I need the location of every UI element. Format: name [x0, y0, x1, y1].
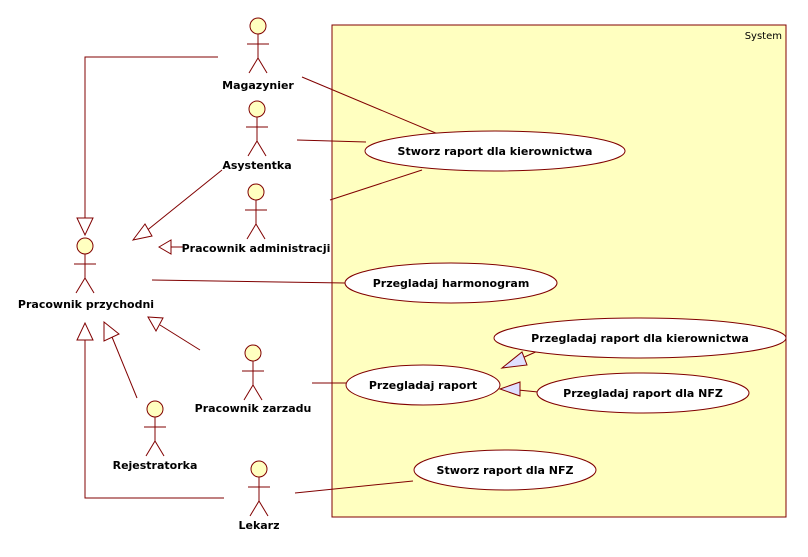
arrowhead-asystentka: [131, 223, 153, 241]
administracja-assoc: [329, 169, 423, 201]
usecase-stworz-raport-kierownictwa[interactable]: [364, 130, 626, 172]
actor-label-asystentka: Asystentka: [222, 159, 291, 172]
lekarz-assoc: [294, 480, 414, 494]
arrowhead-raport-kierownictwa: [500, 351, 528, 369]
asystentka-assoc: [296, 139, 367, 143]
raport-nfz-generalization: [517, 389, 539, 393]
arrowhead-magazynier: [76, 217, 94, 237]
rejestratorka-generalization: [111, 336, 138, 399]
actor-label-pracownik-administracji: Pracownik administracji: [182, 242, 331, 255]
actor-label-magazynier: Magazynier: [222, 79, 294, 92]
arrowhead-lekarz: [76, 321, 94, 341]
actor-rejestratorka[interactable]: [144, 400, 166, 457]
usecase-przegladaj-harmonogram[interactable]: [344, 262, 558, 304]
actor-label-pracownik-przychodni: Pracownik przychodni: [18, 298, 154, 311]
asystentka-generalization: [144, 169, 223, 233]
arrowheads: [76, 217, 528, 397]
system-label: System: [745, 31, 782, 42]
usecase-label-przegladaj-harmonogram: Przegladaj harmonogram: [373, 277, 530, 290]
usecase-przegladaj-raport-nfz[interactable]: [536, 372, 750, 414]
usecase-label-przegladaj-raport: Przegladaj raport: [369, 379, 477, 392]
actor-lekarz[interactable]: [248, 460, 270, 517]
actor-magazynier[interactable]: [247, 17, 269, 74]
magazynier-generalization: [84, 56, 218, 218]
zarzadu-generalization: [159, 324, 201, 351]
actor-label-lekarz: Lekarz: [238, 519, 279, 532]
arrowhead-rejestratorka: [103, 320, 120, 342]
usecase-przegladaj-raport[interactable]: [345, 364, 501, 406]
actor-pracownik-przychodni[interactable]: [74, 237, 96, 294]
arrowhead-administracja: [158, 239, 172, 255]
connectors: [84, 56, 541, 499]
actor-asystentka[interactable]: [246, 100, 268, 157]
arrowhead-zarzadu: [147, 316, 164, 333]
usecase-label-przegladaj-raport-nfz: Przegladaj raport dla NFZ: [563, 387, 723, 400]
arrowhead-raport-nfz: [498, 381, 521, 397]
usecase-stworz-raport-nfz[interactable]: [413, 449, 597, 491]
usecase-label-stworz-raport-kierownictwa: Stworz raport dla kierownictwa: [398, 145, 593, 158]
actor-label-rejestratorka: Rejestratorka: [113, 459, 198, 472]
usecase-przegladaj-raport-kierownictwa[interactable]: [493, 317, 787, 359]
przychodni-assoc: [151, 279, 346, 284]
actor-label-pracownik-zarzadu: Pracownik zarzadu: [195, 402, 312, 415]
actor-pracownik-zarzadu[interactable]: [242, 344, 264, 401]
usecase-label-przegladaj-raport-kierownictwa: Przegladaj raport dla kierownictwa: [531, 332, 749, 345]
actor-pracownik-administracji[interactable]: [245, 183, 267, 240]
magazynier-assoc: [301, 76, 439, 135]
lekarz-generalization: [84, 340, 224, 499]
usecase-label-stworz-raport-nfz: Stworz raport dla NFZ: [437, 464, 574, 477]
